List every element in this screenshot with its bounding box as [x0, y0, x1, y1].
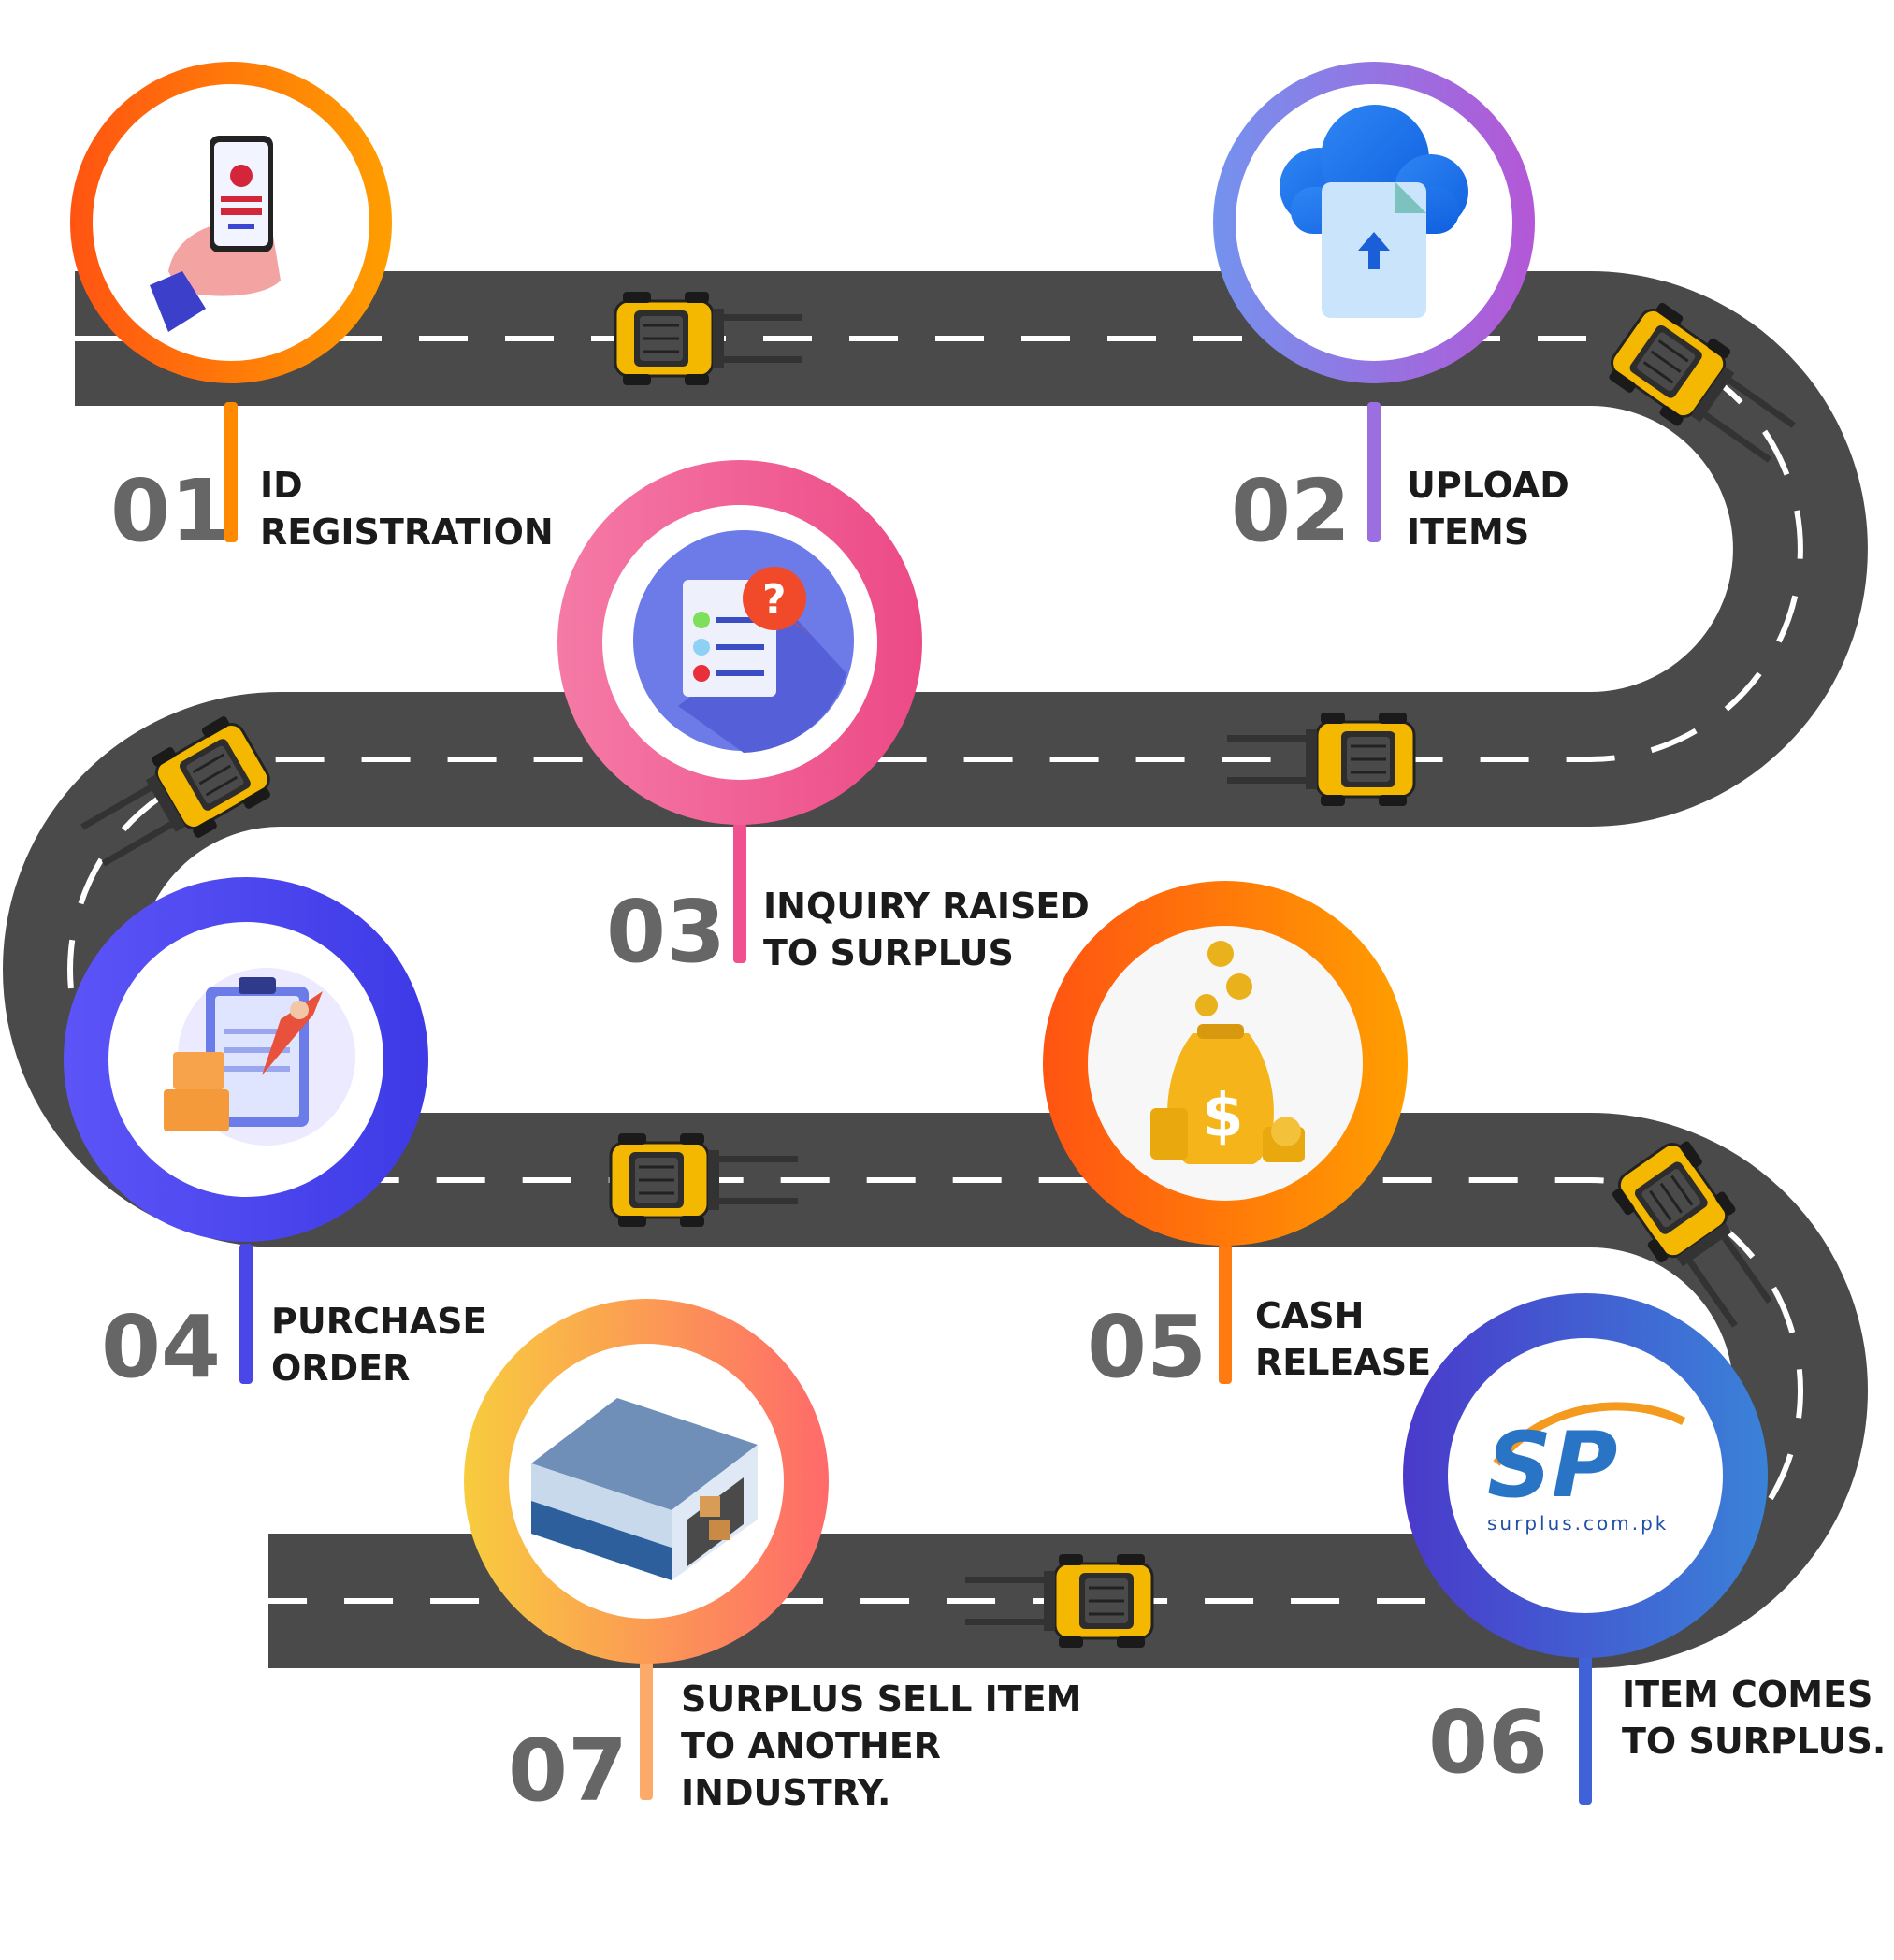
step-6: SP surplus.com.pk 06 ITEM COMES TO SURPL…	[1403, 1293, 1886, 1805]
step-7-number: 07	[508, 1721, 628, 1821]
step-2-number: 02	[1231, 461, 1351, 561]
svg-text:?: ?	[762, 576, 787, 624]
cloud-upload-icon	[1280, 105, 1468, 318]
svg-text:$: $	[1202, 1082, 1244, 1151]
warehouse-icon	[531, 1398, 758, 1580]
step-6-number: 06	[1428, 1693, 1548, 1793]
purchase-order-clipboard-icon	[164, 968, 355, 1146]
step-2-label-line-1: UPLOAD	[1407, 465, 1569, 506]
step-4-number: 04	[101, 1297, 221, 1397]
step-7-label-line-3: INDUSTRY.	[681, 1772, 890, 1813]
step-7: 07 SURPLUS SELL ITEM TO ANOTHER INDUSTRY…	[464, 1299, 1081, 1821]
step-5: $ 05 CASH RELEASE	[1043, 881, 1431, 1397]
logo-mark: SP	[1487, 1413, 1618, 1518]
step-6-label-line-1: ITEM COMES	[1622, 1674, 1872, 1715]
step-1-label-line-2: REGISTRATION	[260, 512, 554, 553]
step-3-label-line-1: INQUIRY RAISED	[763, 886, 1090, 927]
logo-domain: surplus.com.pk	[1487, 1512, 1669, 1535]
step-5-label-line-1: CASH	[1255, 1295, 1364, 1336]
step-2-label-line-2: ITEMS	[1407, 512, 1529, 553]
winding-road	[3, 271, 1868, 1668]
step-3-number: 03	[606, 882, 726, 982]
surplus-logo-icon: SP surplus.com.pk	[1487, 1402, 1686, 1535]
money-bag-icon: $	[1150, 941, 1305, 1164]
step-3-label-line-2: TO SURPLUS	[763, 932, 1014, 973]
step-1: 01 ID REGISTRATION	[70, 62, 554, 561]
step-1-label-line-1: ID	[260, 465, 303, 506]
step-3: ? 03 INQUIRY RAISED TO SURPLUS	[557, 460, 1090, 982]
step-7-label-line-2: TO ANOTHER	[681, 1725, 941, 1766]
step-2: 02 UPLOAD ITEMS	[1213, 62, 1569, 561]
step-4-label-line-1: PURCHASE	[271, 1301, 486, 1342]
phone-registration-icon	[150, 136, 281, 332]
step-4-label-line-2: ORDER	[271, 1348, 410, 1389]
step-4: 04 PURCHASE ORDER	[64, 877, 486, 1397]
step-5-number: 05	[1087, 1297, 1207, 1397]
step-7-label-line-1: SURPLUS SELL ITEM	[681, 1679, 1081, 1720]
step-1-number: 01	[110, 461, 230, 561]
step-6-label-line-2: TO SURPLUS.	[1622, 1721, 1886, 1762]
inquiry-list-icon: ?	[633, 530, 854, 753]
step-5-label-line-2: RELEASE	[1255, 1342, 1431, 1383]
